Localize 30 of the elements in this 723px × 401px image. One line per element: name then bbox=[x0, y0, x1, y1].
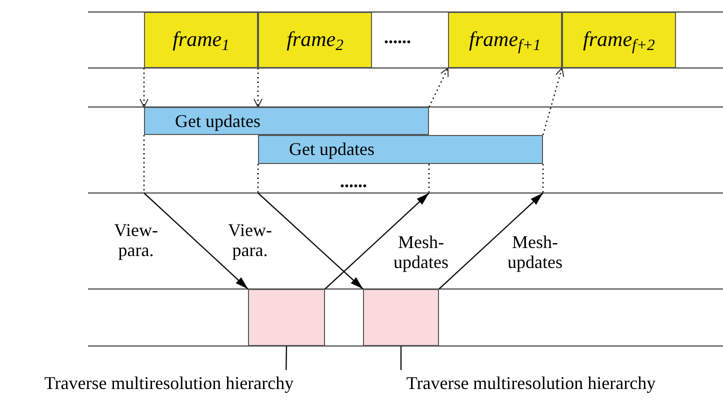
leader-line bbox=[257, 164, 259, 193]
arrow bbox=[542, 68, 564, 136]
caption-text: Traverse multiresolution hierarchy bbox=[366, 370, 696, 396]
arrow bbox=[140, 68, 148, 108]
leader-line bbox=[428, 164, 430, 193]
frame-box: frame$_{f+2}$ bbox=[562, 12, 676, 68]
frame-box: frame$_{f+1}$ bbox=[448, 12, 562, 68]
arrow bbox=[428, 68, 449, 108]
leader-line bbox=[143, 135, 145, 193]
caption-text: Traverse multiresolution hierarchy bbox=[4, 370, 334, 396]
process-bar: Get updates bbox=[258, 135, 543, 164]
process-box bbox=[248, 289, 325, 346]
arrow bbox=[438, 192, 544, 290]
edge-label: View- para. bbox=[227, 220, 273, 260]
arrow bbox=[258, 192, 364, 290]
ellipsis-text: ...... bbox=[384, 26, 411, 49]
frame-box: frame$_{2}$ bbox=[258, 12, 372, 68]
arrow bbox=[144, 192, 248, 290]
arrow bbox=[324, 192, 430, 290]
edge-label: Mesh- updates bbox=[506, 232, 564, 272]
ellipsis-text: ...... bbox=[340, 170, 367, 193]
edge-label: Mesh- updates bbox=[392, 232, 450, 272]
process-box bbox=[363, 289, 439, 346]
frame-box: frame$_{1}$ bbox=[144, 12, 258, 68]
leader-line bbox=[400, 346, 402, 370]
process-bar: Get updates bbox=[144, 107, 429, 135]
edge-label: View- para. bbox=[113, 220, 159, 260]
leader-line bbox=[542, 164, 544, 193]
arrow bbox=[254, 68, 262, 108]
leader-line bbox=[286, 346, 288, 370]
